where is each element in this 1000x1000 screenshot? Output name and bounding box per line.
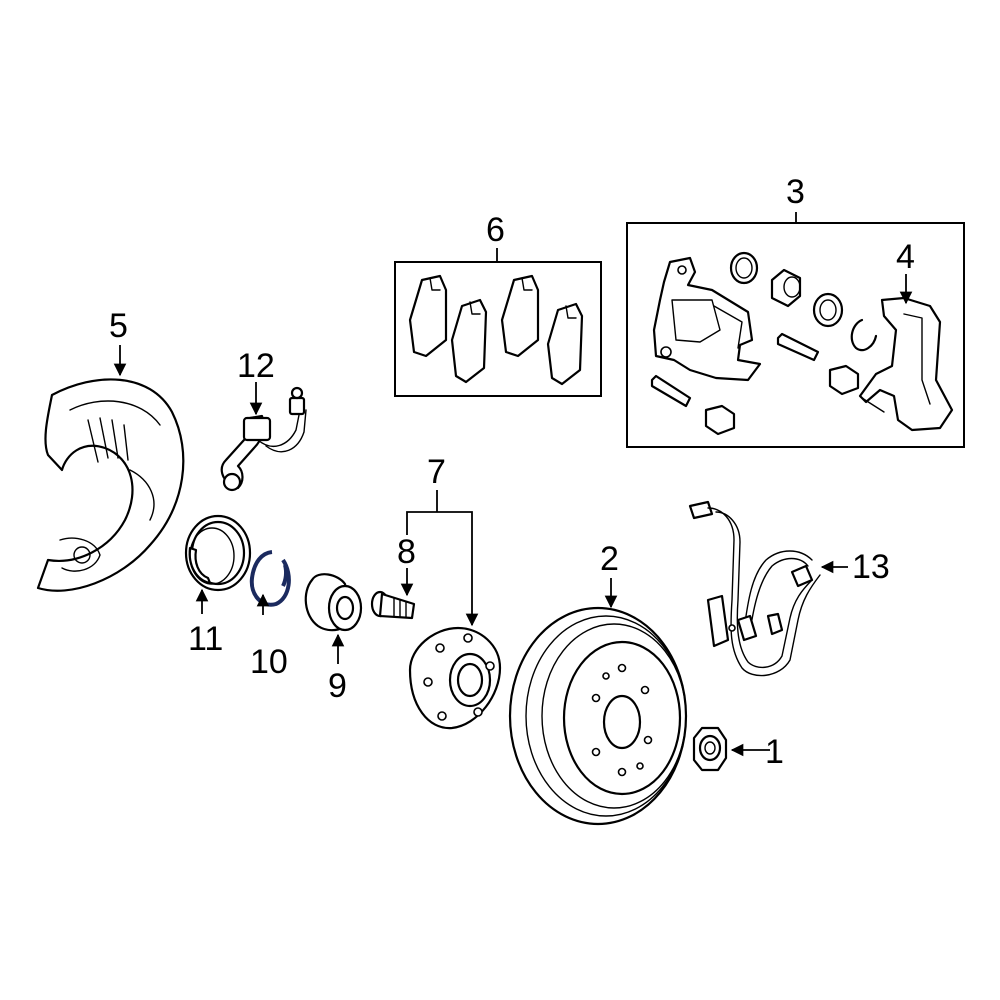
pad-kit-box — [394, 261, 602, 397]
leader-lines — [113, 212, 913, 757]
abs-sensor-part[interactable] — [688, 500, 821, 677]
wheel-stud-part[interactable] — [370, 590, 416, 620]
callout-1: 1 — [765, 733, 784, 771]
callout-6: 6 — [486, 211, 505, 249]
callout-11: 11 — [188, 620, 223, 658]
callout-4: 4 — [896, 238, 915, 276]
brake-hose-part[interactable] — [220, 386, 307, 492]
splash-shield-part[interactable] — [36, 378, 185, 592]
hub-nut-part[interactable] — [692, 726, 728, 772]
callout-13: 13 — [852, 548, 890, 586]
caliper-bracket-part[interactable] — [858, 296, 954, 432]
brake-rotor-part[interactable] — [508, 606, 688, 826]
caliper-assembly-part[interactable] — [650, 251, 878, 436]
callout-12: 12 — [237, 347, 275, 385]
brake-pads-part[interactable] — [408, 274, 584, 386]
callout-7: 7 — [427, 453, 446, 491]
hub-bearing-part[interactable] — [304, 573, 363, 632]
callout-2: 2 — [600, 540, 619, 578]
snap-ring-part[interactable] — [249, 550, 291, 607]
callout-10: 10 — [250, 643, 288, 681]
callout-8: 8 — [397, 533, 416, 571]
wheel-hub-part[interactable] — [408, 626, 502, 730]
callout-3: 3 — [786, 173, 805, 211]
callout-9: 9 — [328, 667, 347, 705]
bearing-dust-cover-part[interactable] — [184, 514, 252, 592]
callout-5: 5 — [109, 307, 128, 345]
